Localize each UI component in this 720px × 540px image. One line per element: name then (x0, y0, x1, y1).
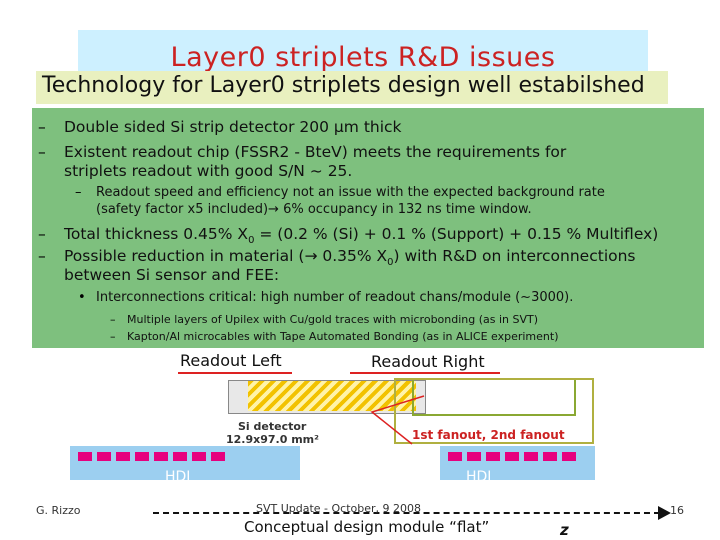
bullet-dash: – (38, 143, 46, 161)
chip-pad (211, 452, 225, 461)
bullet-3-subscript: 0 (248, 235, 255, 247)
chip-pad (116, 452, 130, 461)
bullet-4-line-2: between Si sensor and FEE: (64, 266, 280, 284)
footer-center: SVT Update - October, 9 2008 (256, 502, 422, 515)
chip-pad (543, 452, 557, 461)
sub-sub-bullet-1: Multiple layers of Upilex with Cu/gold t… (127, 313, 539, 326)
footer-author: G. Rizzo (36, 504, 81, 517)
hdi-left-label: HDI (165, 469, 191, 485)
fanout-label: 1st fanout, 2nd fanout (412, 428, 565, 442)
z-axis-arrowhead (658, 506, 671, 520)
readout-right-label: Readout Right (371, 352, 485, 371)
chip-pad (505, 452, 519, 461)
content-box (32, 108, 704, 348)
bullet-dash: – (38, 247, 46, 265)
chip-pad (173, 452, 187, 461)
bullet-3: Total thickness 0.45% X0 = (0.2 % (Si) +… (64, 225, 658, 246)
z-axis-label: z (560, 521, 569, 539)
fanout-pointer-line (370, 395, 425, 445)
bullet-2-line-1: Existent readout chip (FSSR2 - BteV) mee… (64, 143, 567, 161)
sub-bullet-interconnections: Interconnections critical: high number o… (96, 290, 574, 305)
chip-pad (467, 452, 481, 461)
sub-sub-bullet-2: Kapton/Al microcables with Tape Automate… (127, 330, 559, 343)
diagram-caption: Conceptual design module “flat” (244, 518, 490, 536)
bullet-3-suffix: = (0.2 % (Si) + 0.1 % (Support) + 0.15 %… (254, 225, 659, 243)
sub-bullet-line-1: Readout speed and efficiency not an issu… (96, 185, 605, 200)
title-background (78, 30, 648, 76)
readout-left-label: Readout Left (180, 351, 282, 370)
hdi-left (70, 446, 300, 480)
bullet-4-prefix: Possible reduction in material (→ 0.35% … (64, 247, 388, 265)
chip-pad (78, 452, 92, 461)
chip-pad (154, 452, 168, 461)
chip-pad (562, 452, 576, 461)
bullet-dash: – (38, 225, 46, 243)
second-fanout (394, 378, 594, 444)
chip-pad (192, 452, 206, 461)
bullet-1: Double sided Si strip detector 200 μm th… (64, 118, 402, 136)
bullet-2-line-2: striplets readout with good S/N ~ 25. (64, 162, 353, 180)
detector-label-line-2: 12.9x97.0 mm² (226, 433, 319, 446)
bullet-dash: – (38, 118, 46, 136)
bullet-3-prefix: Total thickness 0.45% X (64, 225, 249, 243)
subtitle-background (36, 71, 668, 104)
sub-bullet-dot: • (78, 290, 86, 305)
chip-pad (135, 452, 149, 461)
z-axis-line (153, 512, 660, 514)
sub-bullet-line-2: (safety factor x5 included)→ 6% occupanc… (96, 202, 532, 217)
hdi-right-label: HDI (466, 469, 492, 485)
slide-subtitle: Technology for Layer0 striplets design w… (42, 73, 645, 98)
bullet-4-subscript: 0 (387, 257, 394, 269)
si-detector-hatch (248, 381, 416, 411)
chip-pad (486, 452, 500, 461)
bullet-4-suffix: ) with R&D on interconnections (393, 247, 636, 265)
hdi-right (440, 446, 595, 480)
chip-pad (524, 452, 538, 461)
sub-sub-bullet-dash: – (110, 330, 116, 343)
chip-pad (448, 452, 462, 461)
bullet-4-line-1: Possible reduction in material (→ 0.35% … (64, 247, 636, 268)
detector-label-line-1: Si detector (238, 420, 307, 433)
sub-sub-bullet-dash: – (110, 313, 116, 326)
footer-page-number: 16 (670, 504, 684, 517)
readout-left-underline (178, 372, 292, 374)
chip-pad (97, 452, 111, 461)
sub-bullet-dash: – (75, 185, 82, 200)
readout-right-underline (350, 372, 500, 374)
slide-title: Layer0 striplets R&D issues (170, 42, 556, 73)
